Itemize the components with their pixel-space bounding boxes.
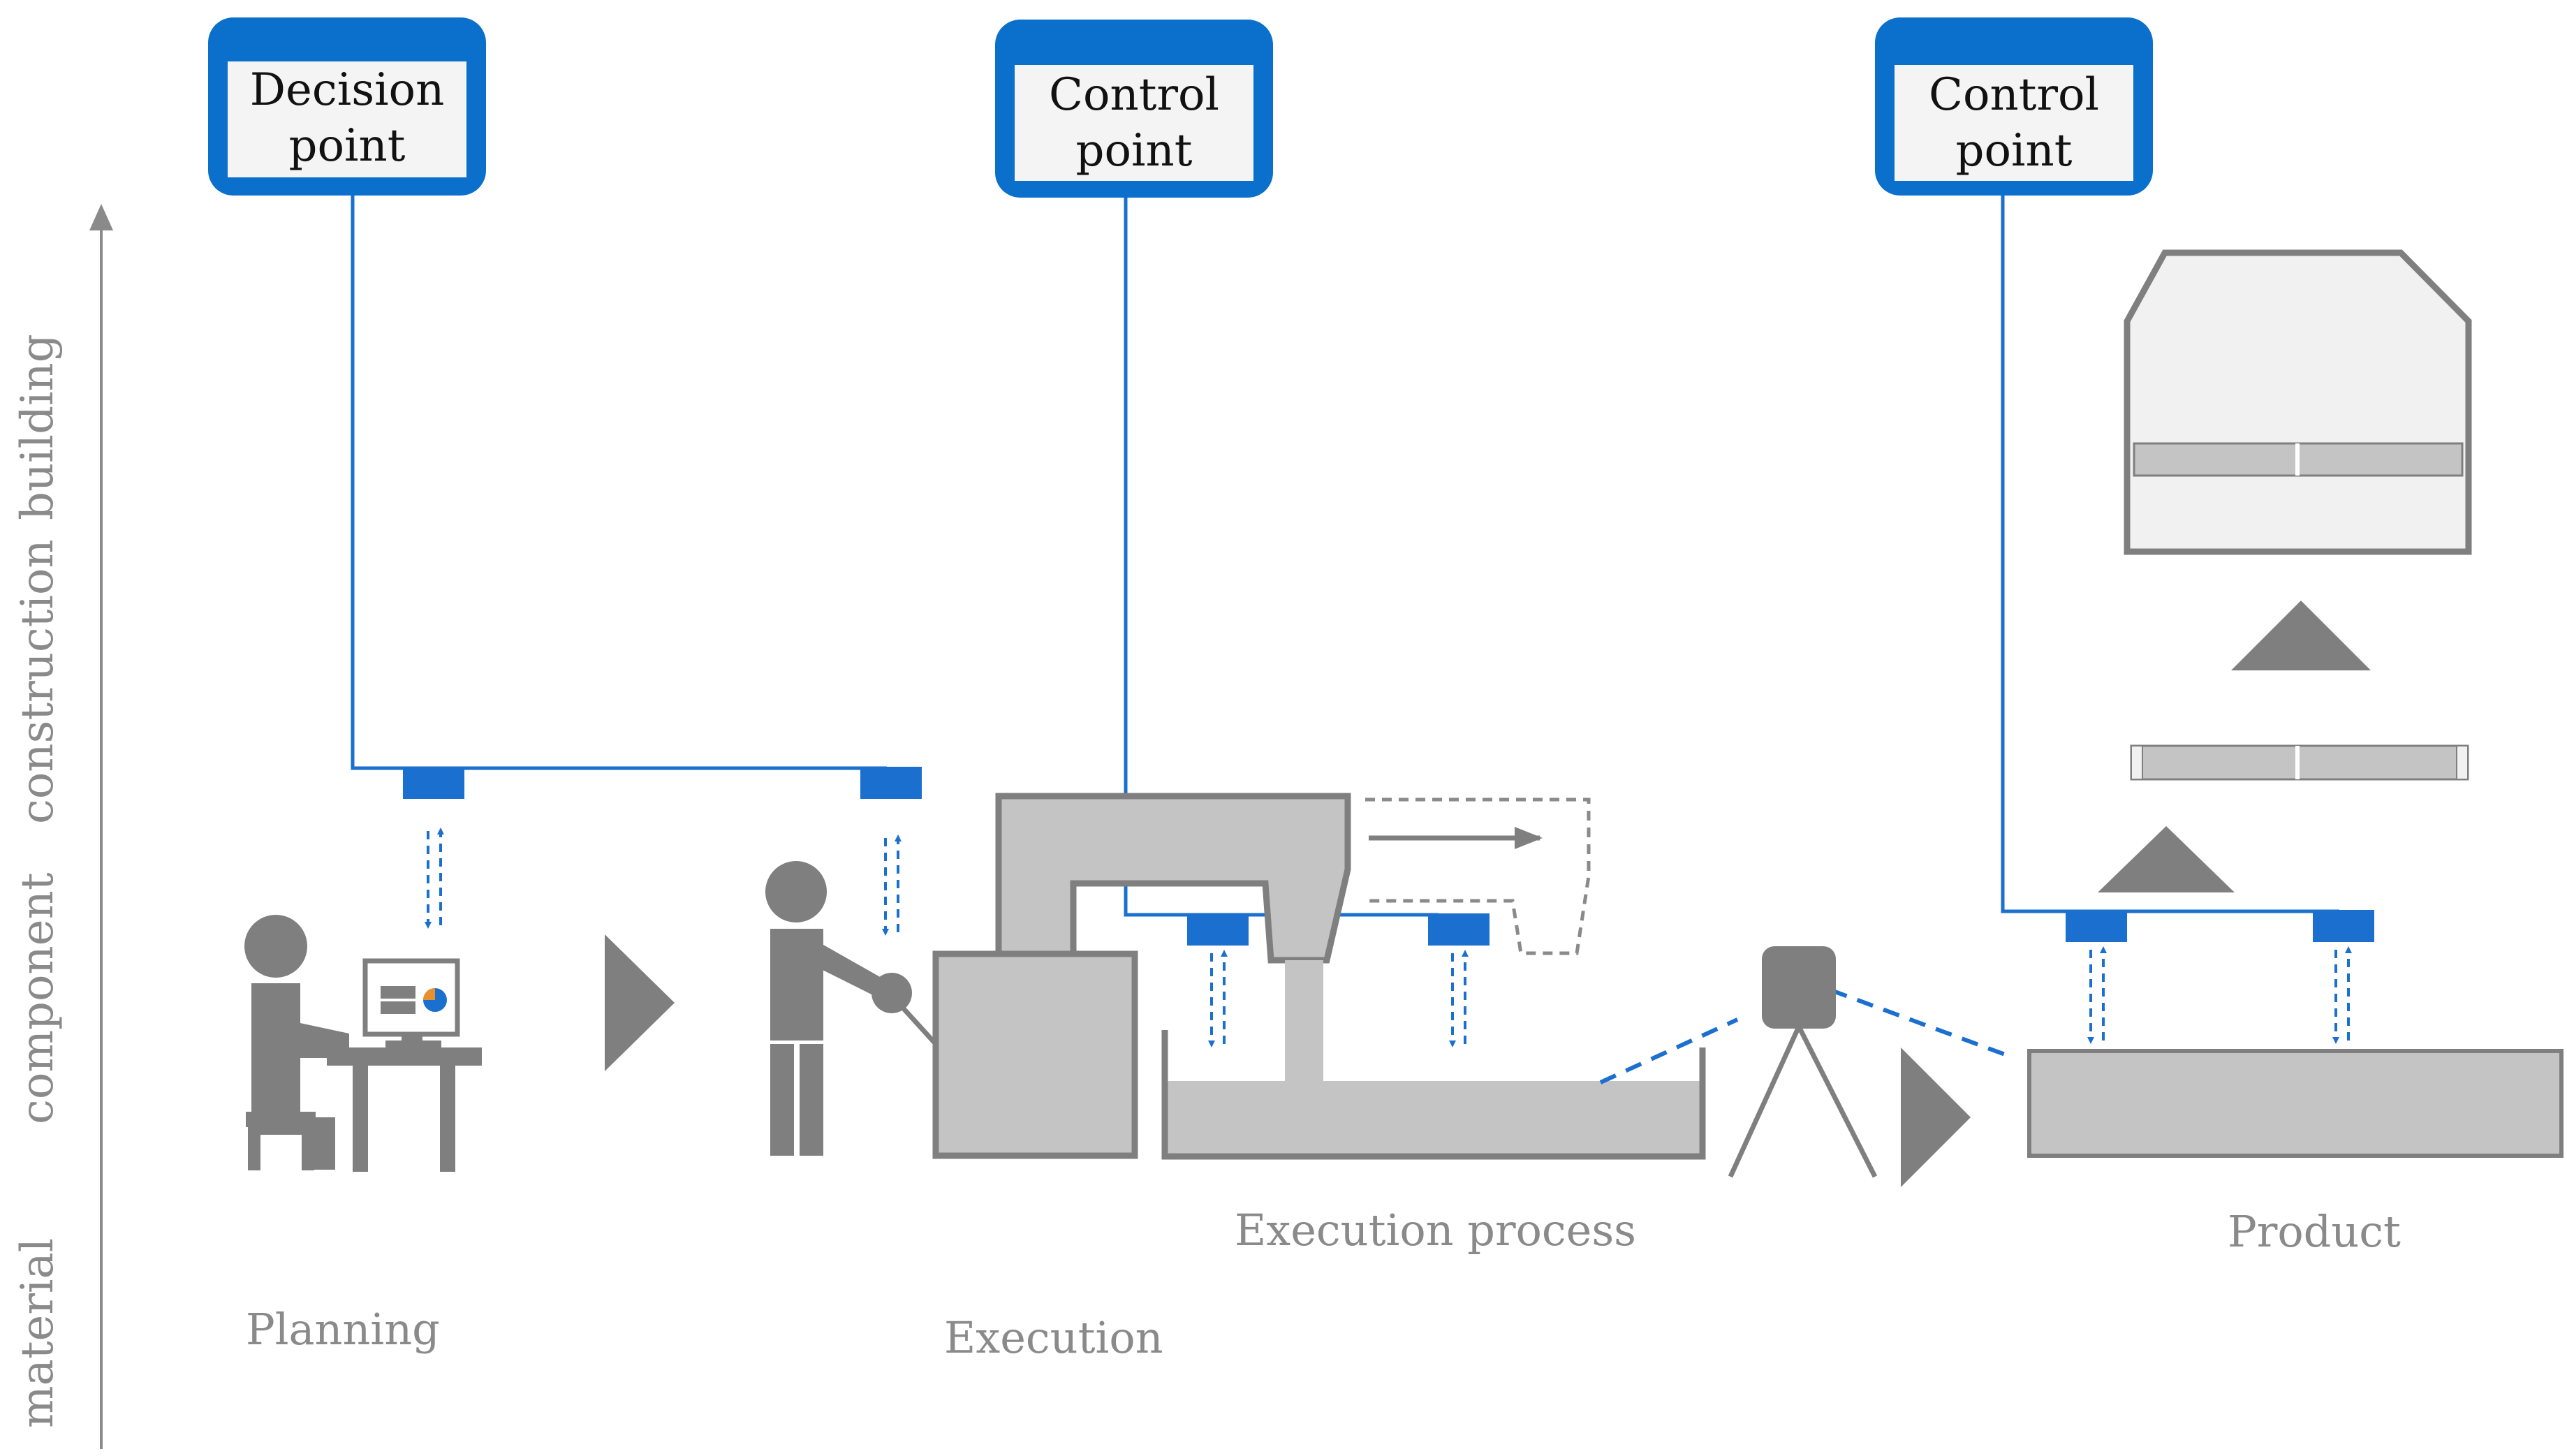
control-point-1-label-line1: Control — [1049, 69, 1219, 121]
planner-at-desk-icon — [244, 915, 482, 1172]
sensor-product-1 — [2066, 910, 2127, 942]
control-point-2-label-line2: point — [1956, 125, 2073, 177]
flow-arrow-icon — [605, 934, 675, 1071]
control-point-2-label-line1: Control — [1929, 69, 2099, 121]
sensor-machine-1 — [1187, 913, 1249, 946]
laser-scanner-icon — [1599, 946, 2014, 1178]
decision-point-label-line1: Decision — [250, 64, 445, 116]
machine-icon — [932, 793, 1351, 1159]
sensor-product-2 — [2313, 910, 2374, 942]
stage-label-planning: Planning — [246, 1304, 440, 1355]
decision-point-label-line2: point — [289, 120, 406, 172]
control-point-1-label-line2: point — [1076, 125, 1193, 177]
control-point-box-2: Control point — [1875, 17, 2153, 196]
building-assembly — [2098, 249, 2472, 892]
flow-arrow-icon — [1901, 1047, 1971, 1187]
stage-label-product: Product — [2228, 1206, 2401, 1257]
axis-label-construction: construction — [12, 539, 64, 824]
axis-label-component: component — [12, 872, 64, 1124]
worker-icon — [765, 861, 938, 1156]
control-connector-2 — [2001, 196, 2339, 913]
decision-connector — [351, 196, 887, 770]
stage-label-execution-process: Execution process — [1235, 1205, 1636, 1256]
product-component — [2027, 1049, 2564, 1158]
sensor-planning — [403, 767, 464, 799]
axis-arrow-icon — [89, 204, 113, 230]
mould-tank — [1161, 1030, 1706, 1160]
sensor-blocks — [403, 767, 2374, 946]
sensor-machine-2 — [1428, 913, 1490, 946]
stage-label-execution: Execution — [944, 1312, 1163, 1363]
axis-label-building: building — [12, 334, 64, 520]
axis-label-material: material — [12, 1238, 64, 1428]
scale-axis: material component construction building — [12, 204, 113, 1449]
decision-point-box: Decision point — [208, 17, 486, 196]
feedback-arrows — [425, 828, 2352, 1047]
control-point-box-1: Control point — [995, 20, 1273, 198]
sensor-worker — [860, 767, 922, 799]
movement-indicator — [1365, 797, 1591, 955]
